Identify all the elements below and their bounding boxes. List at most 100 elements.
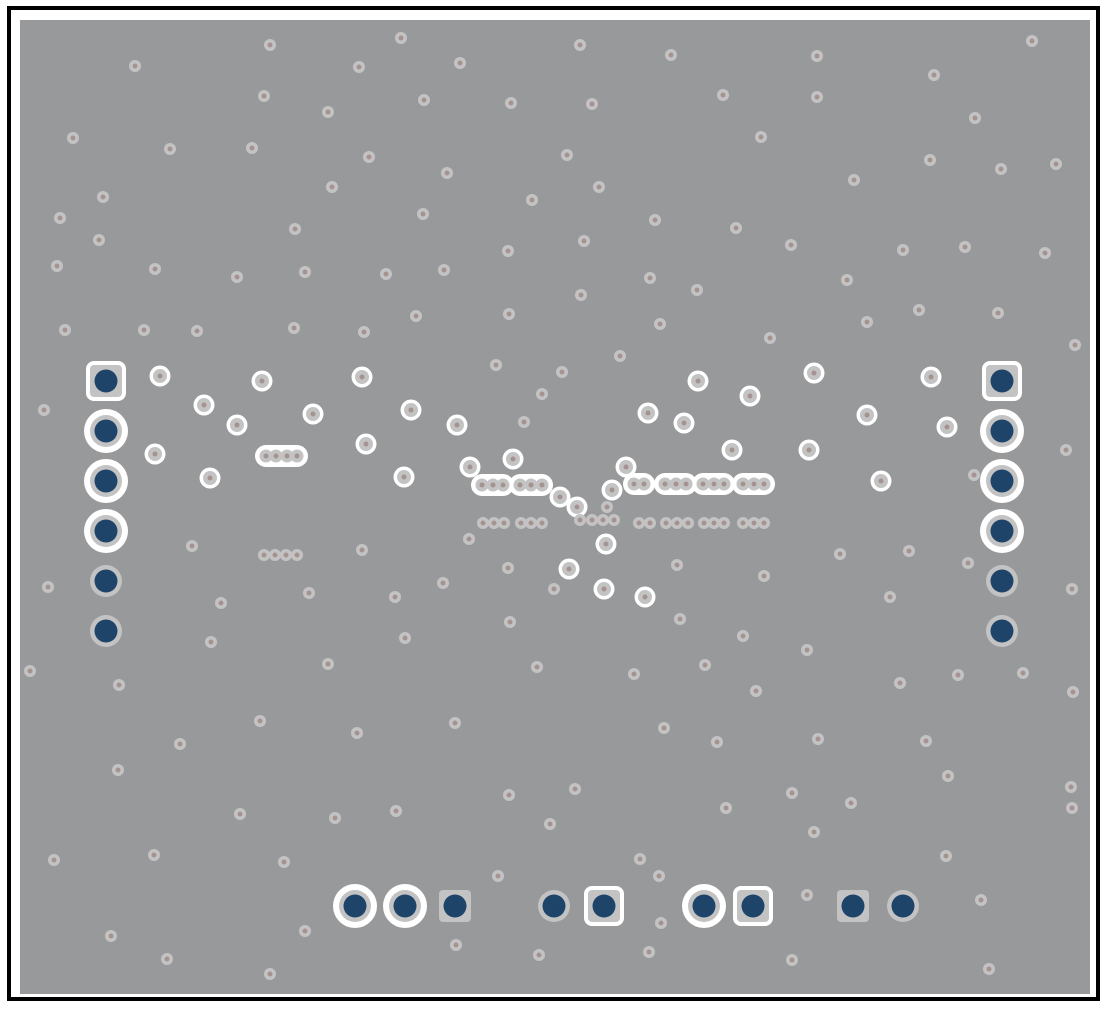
pad-hole [393, 894, 417, 918]
via-drill [45, 584, 51, 590]
via-drill [581, 238, 587, 244]
via-drill [1072, 342, 1078, 348]
via-drill [261, 552, 267, 558]
via-drill [96, 237, 102, 243]
via-drill [294, 453, 300, 459]
via-drill [51, 857, 57, 863]
via-drill [508, 100, 514, 106]
via-drill [647, 520, 653, 526]
via-drill [604, 504, 610, 510]
via-drill [100, 194, 106, 200]
via-drill [1029, 38, 1035, 44]
via-drill [401, 474, 407, 480]
via-drill [837, 551, 843, 557]
via-drill [740, 481, 746, 487]
via-drill [152, 266, 158, 272]
via-drill [398, 35, 404, 41]
via-drill [609, 487, 615, 493]
via-drill [383, 271, 389, 277]
via-drill [393, 808, 399, 814]
via-drill [600, 517, 606, 523]
via-drill [695, 378, 701, 384]
via-drill [506, 792, 512, 798]
pad-hole [990, 569, 1014, 593]
via-drill [740, 520, 746, 526]
via-drill [906, 548, 912, 554]
via-drill [804, 892, 810, 898]
via-drill [529, 197, 535, 203]
via-drill [674, 562, 680, 568]
via-drill [452, 720, 458, 726]
via-drill [359, 547, 365, 553]
via-drill [923, 738, 929, 744]
via-drill [402, 635, 408, 641]
via-drill [589, 101, 595, 107]
via-drill [528, 520, 534, 526]
via-drill [656, 873, 662, 879]
via-drill [815, 736, 821, 742]
via-drill [811, 370, 817, 376]
via-drill [267, 42, 273, 48]
via-drill [761, 520, 767, 526]
via-drill [971, 472, 977, 478]
via-drill [1070, 689, 1076, 695]
via-drill [844, 277, 850, 283]
pad-hole [343, 894, 367, 918]
via-drill [421, 97, 427, 103]
via-drill [234, 274, 240, 280]
pcb-layer-view [20, 20, 1090, 994]
via-drill [325, 661, 331, 667]
via-drill [814, 53, 820, 59]
via-drill [637, 856, 643, 862]
via-drill [577, 517, 583, 523]
via-drill [714, 739, 720, 745]
via-drill [733, 225, 739, 231]
via-drill [539, 482, 545, 488]
via-drill [283, 552, 289, 558]
via-drill [518, 520, 524, 526]
via-drill [454, 422, 460, 428]
via-drill [685, 520, 691, 526]
via-drill [721, 520, 727, 526]
via-drill [747, 393, 753, 399]
via-drill [578, 292, 584, 298]
via-drill [408, 407, 414, 413]
via-drill [751, 481, 757, 487]
pad-hole [94, 569, 118, 593]
via-drill [234, 422, 240, 428]
via-drill [661, 725, 667, 731]
via-drill [789, 957, 795, 963]
via-drill [761, 573, 767, 579]
via-drill [495, 873, 501, 879]
via-drill [677, 616, 683, 622]
via-drill [1020, 670, 1026, 676]
via-drill [132, 63, 138, 69]
pad-hole [990, 519, 1014, 543]
via-drill [501, 520, 507, 526]
via-drill [978, 897, 984, 903]
via-drill [729, 447, 735, 453]
via-drill [292, 226, 298, 232]
via-drill [505, 248, 511, 254]
via-drill [700, 481, 706, 487]
via-drill [617, 353, 623, 359]
via-drill [510, 456, 516, 462]
via-drill [897, 680, 903, 686]
via-drill [601, 586, 607, 592]
via-drill [900, 247, 906, 253]
via-drill [441, 267, 447, 273]
via-drill [493, 362, 499, 368]
via-drill [479, 482, 485, 488]
via-drill [249, 145, 255, 151]
via-drill [273, 453, 279, 459]
via-drill [57, 215, 63, 221]
via-drill [272, 552, 278, 558]
via-drill [152, 451, 158, 457]
via-drill [955, 672, 961, 678]
pad-hole [990, 369, 1014, 393]
via-drill [547, 821, 553, 827]
via-drill [572, 786, 578, 792]
via-drill [467, 464, 473, 470]
via-drill [559, 369, 565, 375]
via-drill [986, 966, 992, 972]
